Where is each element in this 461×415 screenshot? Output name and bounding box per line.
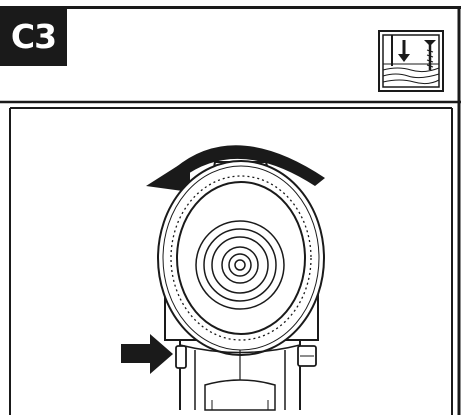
step-label: C3 (0, 6, 67, 66)
rotation-arrow-icon (146, 145, 325, 192)
drill-mode-icon (378, 30, 444, 92)
instruction-panel (0, 6, 461, 415)
panel-border (0, 6, 461, 415)
push-arrow-icon (121, 334, 173, 374)
